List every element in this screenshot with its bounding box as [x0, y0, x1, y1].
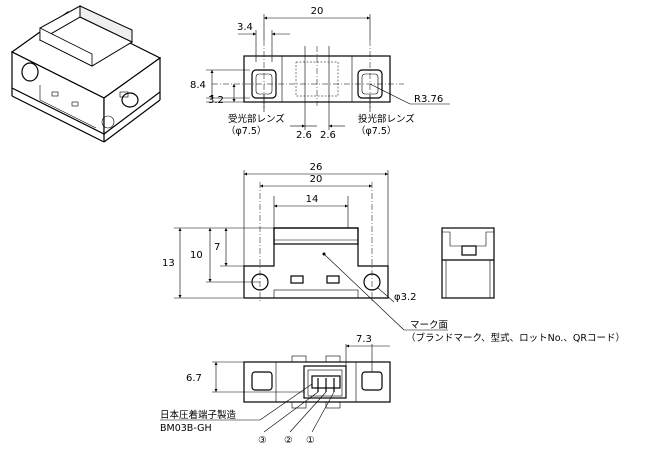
dim-top-width: 20 — [311, 6, 324, 17]
mark-surface-detail: （ブランドマーク、型式、ロットNo.、QRコード） — [406, 332, 625, 344]
top-view: 20 3.4 8.4 3.2 R3.76 2.6 2.6 受光部レンズ （φ7.… — [190, 6, 450, 141]
dim-front-14: 14 — [306, 194, 319, 205]
dim-top-radius: R3.76 — [414, 94, 443, 105]
dim-top-26b: 2.6 — [320, 130, 336, 141]
emitter-lens-dia: （φ7.5） — [356, 125, 396, 137]
dim-top-34: 3.4 — [237, 22, 253, 33]
bottom-view: 7.3 6.7 日本圧着端子製造 BM03B-GH ③ ② ① — [160, 334, 391, 446]
pin-3-callout: ③ — [258, 435, 267, 446]
dim-front-hole: φ3.2 — [394, 292, 417, 303]
front-view: 26 20 14 13 10 7 φ3.2 マーク面 （ブランドマーク、型式、ロ… — [162, 162, 625, 344]
emitter-lens-label: 投光部レンズ — [358, 113, 415, 125]
dim-front-26: 26 — [310, 162, 323, 173]
receiver-lens-label: 受光部レンズ — [228, 113, 285, 125]
dim-top-32: 3.2 — [208, 95, 224, 106]
mark-surface-label: マーク面 — [410, 320, 448, 331]
connector-maker-label: 日本圧着端子製造 — [160, 409, 237, 421]
dim-front-7: 7 — [214, 242, 220, 253]
pin-2-callout: ② — [284, 435, 293, 446]
dim-bottom-73: 7.3 — [356, 334, 372, 345]
dim-bottom-67: 6.7 — [186, 373, 202, 384]
pin-1-callout: ① — [306, 435, 315, 446]
dim-front-13: 13 — [162, 258, 175, 269]
isometric-view — [10, 5, 162, 143]
dim-front-20: 20 — [310, 174, 323, 185]
receiver-lens-dia: （φ7.5） — [226, 125, 266, 137]
side-view — [441, 227, 495, 299]
dim-top-84: 8.4 — [190, 80, 206, 91]
connector-model-label: BM03B-GH — [160, 423, 212, 434]
dim-top-26a: 2.6 — [296, 130, 312, 141]
dim-front-10: 10 — [190, 250, 203, 261]
